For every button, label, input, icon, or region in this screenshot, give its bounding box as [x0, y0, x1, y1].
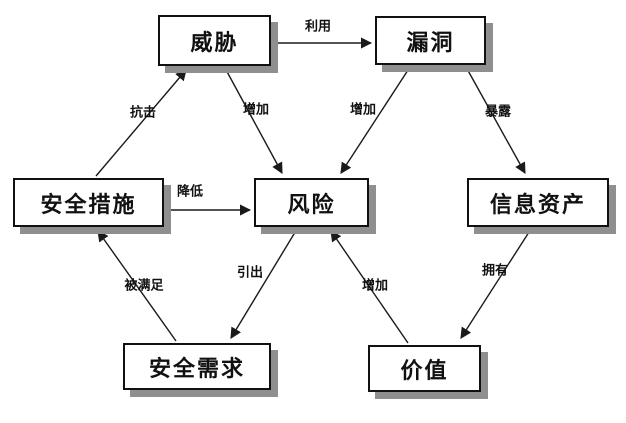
node-security-measures-label: 安全措施: [40, 191, 137, 217]
node-risk: 风险: [254, 178, 369, 227]
node-information-assets-label: 信息资产: [489, 191, 586, 217]
node-vulnerability-label: 漏洞: [406, 29, 455, 55]
edge-label-value-increase: 增加: [361, 277, 389, 293]
node-threat: 威胁: [158, 15, 271, 66]
edge-resist-arrow: [95, 69, 187, 177]
node-vulnerability: 漏洞: [375, 16, 486, 65]
node-information-assets: 信息资产: [467, 178, 609, 227]
edge-expose-arrow: [465, 66, 526, 174]
node-threat-label: 威胁: [190, 29, 239, 55]
edge-label-expose: 暴露: [484, 103, 512, 119]
edge-label-own: 拥有: [481, 262, 509, 278]
node-security-requirements-label: 安全需求: [148, 355, 245, 381]
edge-label-be-satisfied: 被满足: [124, 277, 164, 293]
node-security-measures: 安全措施: [13, 178, 164, 227]
edge-label-reduce: 降低: [176, 183, 204, 199]
edge-lead-to-arrow: [230, 228, 298, 339]
node-risk-label: 风险: [287, 191, 336, 217]
edge-own-arrow: [460, 228, 532, 339]
edge-label-exploit: 利用: [304, 18, 332, 34]
edge-label-threat-increase: 增加: [242, 101, 270, 117]
node-value: 价值: [368, 345, 481, 392]
edge-threat-increase-arrow: [224, 67, 283, 174]
edge-label-vuln-increase: 增加: [349, 101, 377, 117]
node-value-label: 价值: [400, 357, 449, 383]
edge-label-lead-to: 引出: [236, 264, 264, 280]
node-security-requirements: 安全需求: [123, 343, 271, 390]
edge-label-resist: 抗击: [129, 104, 157, 120]
edge-vuln-increase-arrow: [340, 66, 411, 174]
